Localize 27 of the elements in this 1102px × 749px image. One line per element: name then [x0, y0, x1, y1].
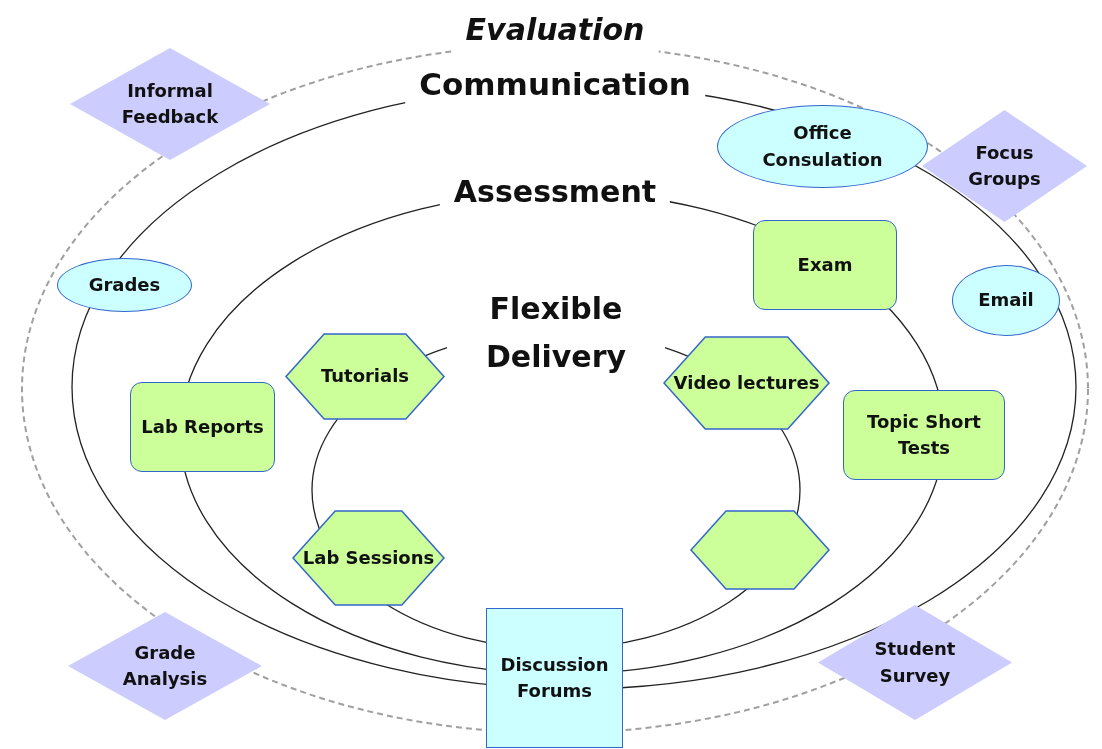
rounded-box [130, 382, 275, 472]
diamond-shape [922, 110, 1087, 222]
hexagon-shape [292, 510, 445, 606]
hexagon-shape [285, 333, 445, 420]
node-label: Discussion Forums [499, 652, 610, 703]
ellipse-node [57, 258, 192, 312]
node-label: Lab Sessions [302, 545, 435, 570]
node-label: Student Survey [873, 637, 957, 688]
hexagon-shape [663, 336, 830, 430]
node-label: Office Consulation [761, 121, 884, 172]
node-label: Lab Reports [140, 414, 265, 439]
rectangle-box [486, 608, 623, 748]
node-label: Grades [87, 272, 162, 297]
node-label: Exam [796, 252, 854, 277]
node-label: Informal Feedback [120, 78, 220, 129]
hexagon-shape [690, 510, 830, 590]
node-label: Email [977, 288, 1035, 313]
node-label: Topic Short Tests [866, 409, 982, 460]
diamond-shape [818, 605, 1012, 720]
rounded-box [753, 220, 897, 310]
node-label: Focus Groups [967, 140, 1042, 191]
node-label: Video lectures [673, 370, 820, 395]
rounded-box [843, 390, 1005, 480]
diamond-shape [68, 612, 262, 720]
diamond-shape [70, 48, 270, 160]
node-label: Grade Analysis [121, 640, 209, 691]
node-label: Tutorials [319, 364, 411, 389]
